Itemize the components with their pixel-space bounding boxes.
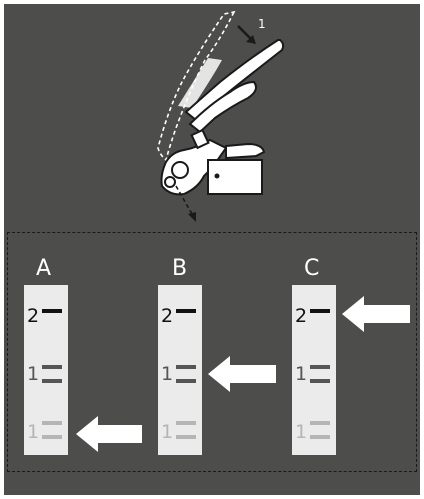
level-label: 2 xyxy=(161,305,174,327)
strip-a: 2 1 1 xyxy=(24,285,68,455)
level-mark xyxy=(176,379,196,383)
level-mark xyxy=(42,365,62,369)
arrow-right-icon xyxy=(76,416,142,452)
crimping-pliers-icon xyxy=(157,10,285,222)
level-mark xyxy=(176,421,196,425)
level-mark xyxy=(310,421,330,425)
level-mark xyxy=(42,435,62,439)
column-letter-c: C xyxy=(304,256,320,281)
level-label: 1 xyxy=(27,363,40,385)
level-mark xyxy=(176,309,196,313)
arrow-right-icon xyxy=(342,296,410,332)
diagram-panel: 1 xyxy=(4,4,420,495)
callout-number: 1 xyxy=(258,17,266,31)
level-mark xyxy=(310,365,330,369)
level-mark xyxy=(176,365,196,369)
level-mark xyxy=(42,421,62,425)
column-letter-b: B xyxy=(172,256,188,281)
arrow-right-icon xyxy=(208,356,276,392)
level-label: 1 xyxy=(161,363,174,385)
level-label: 1 xyxy=(295,421,308,443)
level-label: 1 xyxy=(161,421,174,443)
level-mark xyxy=(42,309,62,313)
level-mark xyxy=(310,435,330,439)
level-label: 1 xyxy=(27,421,40,443)
strip-c: 2 1 1 xyxy=(292,285,336,455)
level-mark xyxy=(42,379,62,383)
level-mark xyxy=(310,309,330,313)
detail-box xyxy=(7,232,417,472)
strip-b: 2 1 1 xyxy=(158,285,202,455)
level-mark xyxy=(310,379,330,383)
column-letter-a: A xyxy=(36,256,52,281)
level-label: 1 xyxy=(295,363,308,385)
level-mark xyxy=(176,435,196,439)
level-label: 2 xyxy=(295,305,308,327)
level-label: 2 xyxy=(27,305,40,327)
